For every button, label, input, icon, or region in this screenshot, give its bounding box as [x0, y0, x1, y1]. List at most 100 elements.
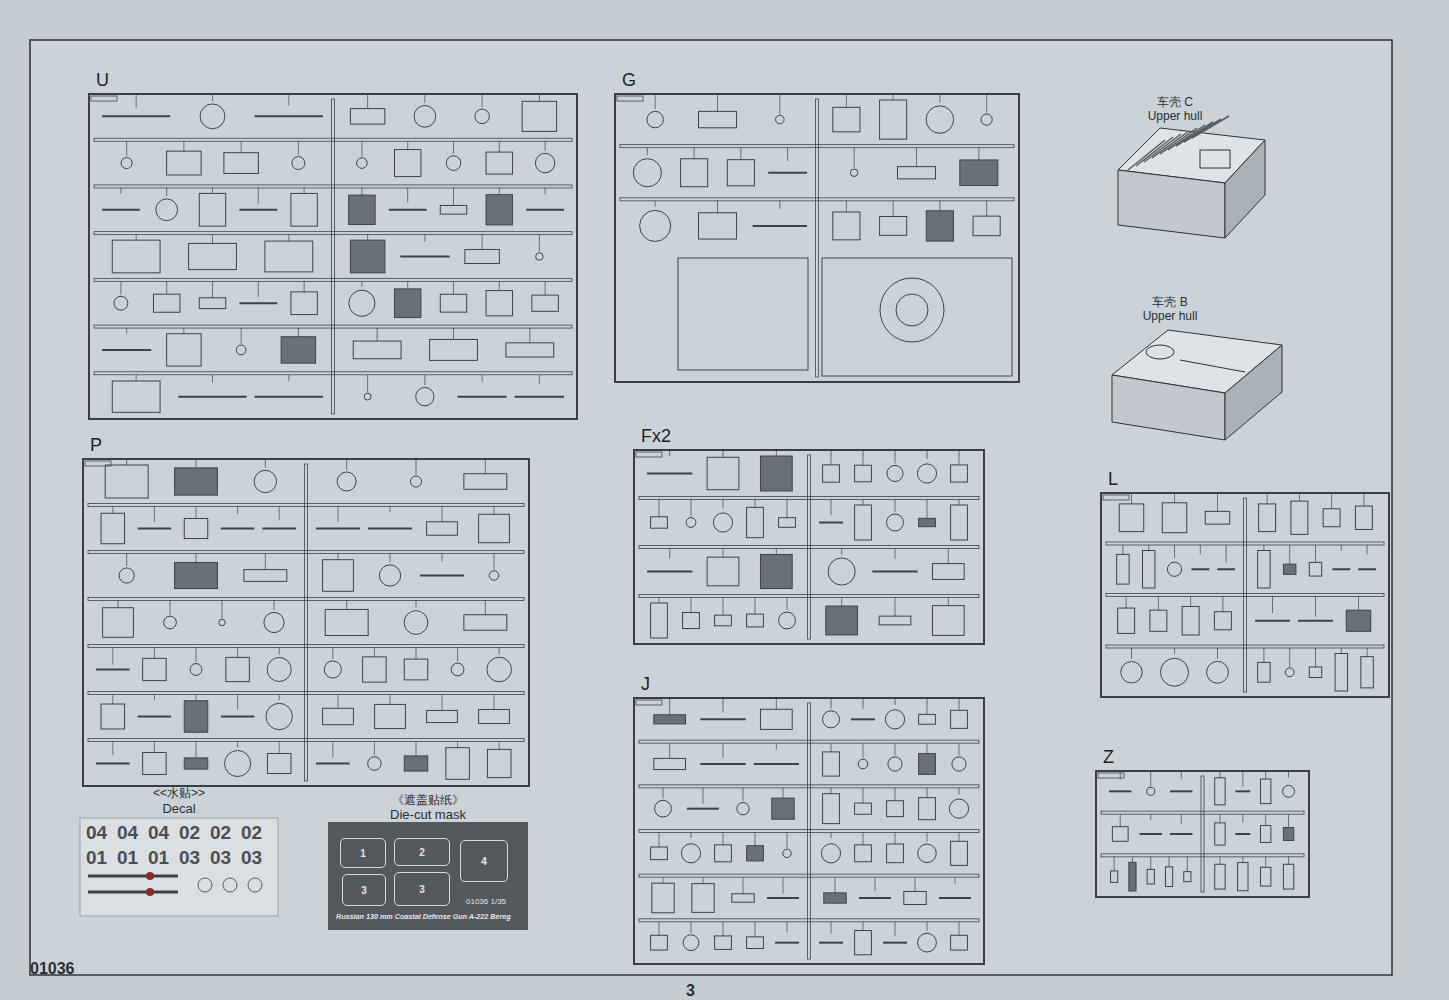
part — [239, 209, 277, 211]
gate — [453, 141, 454, 154]
runner — [639, 830, 979, 833]
part — [184, 701, 208, 733]
gate — [196, 695, 197, 701]
gate — [118, 601, 119, 608]
sprue-frame: L — [1100, 492, 1390, 698]
part — [1111, 871, 1118, 882]
gate — [787, 833, 788, 849]
part — [375, 704, 406, 728]
part — [1109, 790, 1132, 792]
gate — [545, 281, 546, 295]
part — [1285, 668, 1294, 677]
gate — [787, 500, 788, 518]
part — [886, 514, 903, 531]
gate — [740, 148, 741, 160]
part — [119, 568, 134, 583]
runner — [639, 919, 979, 922]
gate — [361, 141, 362, 156]
part — [951, 841, 968, 865]
part — [156, 199, 178, 221]
gate — [939, 201, 940, 211]
part — [255, 115, 323, 117]
gate — [755, 598, 756, 615]
part — [1335, 654, 1347, 692]
part — [753, 225, 807, 227]
part — [451, 663, 464, 676]
gate — [831, 833, 832, 839]
part — [1182, 606, 1199, 635]
gate — [1272, 597, 1273, 613]
part — [855, 465, 872, 482]
part — [1162, 503, 1187, 533]
part — [683, 612, 700, 628]
part — [760, 456, 792, 491]
gate — [659, 500, 660, 517]
part — [1112, 827, 1128, 842]
part — [164, 616, 177, 629]
part — [200, 104, 225, 129]
part — [1121, 662, 1142, 683]
sprue-frame: P — [82, 458, 530, 787]
part — [747, 507, 764, 537]
gate — [499, 742, 500, 750]
sheet-text: 03 — [241, 848, 262, 869]
part — [1184, 872, 1191, 882]
runner — [639, 546, 979, 549]
runner — [88, 645, 524, 648]
gate — [1288, 772, 1289, 778]
panel-part — [678, 258, 808, 370]
part — [1215, 823, 1225, 845]
runner — [639, 785, 979, 788]
part — [1205, 511, 1230, 524]
gate — [482, 375, 483, 382]
gate — [196, 507, 197, 519]
gate — [1265, 857, 1266, 867]
part — [686, 518, 696, 528]
part — [707, 557, 739, 586]
gate — [669, 743, 670, 758]
part — [855, 931, 872, 955]
part — [823, 752, 840, 776]
part — [224, 153, 258, 174]
part — [427, 710, 458, 722]
part — [175, 562, 218, 588]
runner — [808, 703, 811, 959]
vent-rib — [1136, 137, 1173, 166]
gate — [1288, 857, 1289, 864]
gate — [1150, 857, 1151, 870]
part — [760, 554, 792, 588]
gate — [1120, 814, 1121, 827]
sprue-letter: Fx2 — [641, 427, 671, 447]
gate — [1331, 494, 1332, 509]
part — [414, 106, 436, 128]
vent-rib — [1128, 140, 1165, 170]
gate — [659, 922, 660, 935]
part — [265, 241, 313, 272]
part — [199, 193, 225, 226]
part — [872, 571, 917, 573]
gate — [1367, 545, 1368, 555]
part — [692, 884, 714, 913]
gate — [691, 922, 692, 933]
part — [1258, 551, 1270, 589]
gate — [779, 95, 780, 115]
part — [715, 936, 732, 949]
part — [698, 111, 736, 127]
part — [535, 153, 554, 172]
part — [652, 883, 674, 913]
gate — [237, 695, 238, 710]
gate — [367, 235, 368, 241]
gate — [390, 695, 391, 705]
gate — [755, 833, 756, 846]
gate — [723, 598, 724, 616]
gate — [895, 451, 896, 464]
gate — [346, 601, 347, 610]
runner — [1244, 498, 1247, 692]
gate — [723, 549, 724, 558]
part — [1346, 610, 1371, 631]
gate — [1219, 772, 1220, 778]
sprue-tag — [1103, 495, 1129, 500]
gate — [196, 460, 197, 468]
part — [1258, 662, 1270, 682]
sprue-frame: J — [633, 697, 985, 965]
